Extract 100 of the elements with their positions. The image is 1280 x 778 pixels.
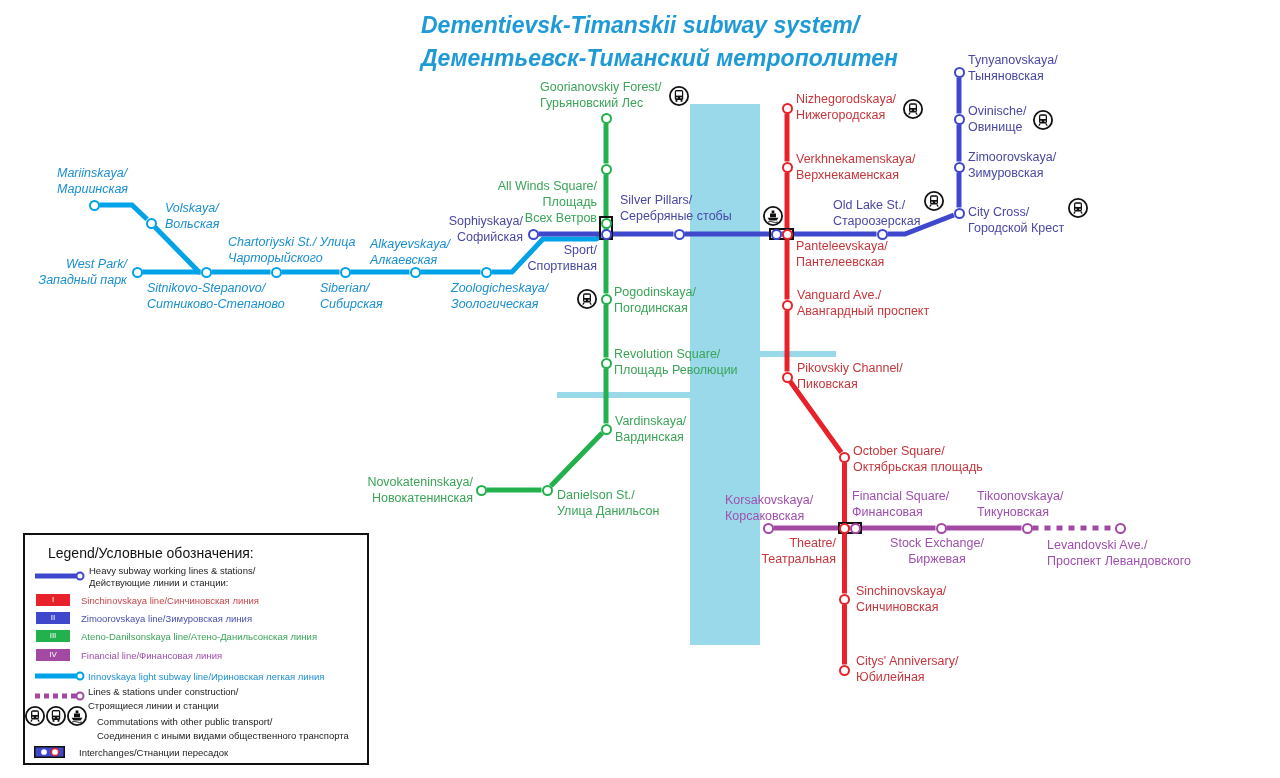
legend-text: Commutations with other public transport/ Соединения с иными видами общественного транспорта bbox=[97, 715, 349, 743]
station-label: Nizhegorodskaya/ Нижегородская bbox=[796, 91, 897, 123]
station-label: Mariinskaya/ Мариинская bbox=[57, 165, 129, 197]
station-marker bbox=[781, 102, 793, 114]
station-marker bbox=[339, 266, 351, 278]
station-marker bbox=[953, 66, 965, 78]
track-line bbox=[549, 431, 604, 488]
station-marker bbox=[781, 228, 793, 240]
station-label: Old Lake St./ Староозерская bbox=[833, 197, 921, 229]
track-line bbox=[842, 604, 847, 665]
station-marker bbox=[200, 266, 212, 278]
station-label: Zimoorovskaya/ Зимуровская bbox=[968, 149, 1057, 181]
track-line bbox=[99, 202, 149, 221]
station-label: Zoologicheskaya/ Зоологическая bbox=[451, 280, 549, 312]
legend-text: Financial line/Финансовая линия bbox=[81, 649, 223, 661]
station-marker bbox=[876, 228, 888, 240]
station-marker bbox=[600, 217, 612, 229]
interchange-frame bbox=[599, 216, 613, 240]
station-label: Levandovski Ave./ Проспект Левандовского bbox=[1047, 537, 1191, 569]
map-title: Dementievsk-Timanskii subway system/ Дементьевск-Тиманский метрополитен bbox=[421, 11, 898, 73]
line-number: III bbox=[49, 631, 57, 641]
track-line bbox=[538, 231, 601, 237]
line-number: I bbox=[51, 595, 55, 605]
track-line bbox=[281, 269, 340, 275]
station-label: West Park/ Западный парк bbox=[38, 256, 127, 288]
line-number: IV bbox=[49, 650, 57, 660]
track-line bbox=[842, 533, 847, 594]
station-label: Financial Square/ Финансовая bbox=[852, 488, 950, 520]
track-line bbox=[842, 462, 847, 523]
station-label: Novokateninskaya/ Новокатенинская bbox=[367, 474, 473, 506]
track-line bbox=[956, 172, 962, 208]
station-label: Danielson St./ Улица Данильсон bbox=[557, 487, 660, 519]
station-marker bbox=[781, 161, 793, 173]
station-marker bbox=[541, 484, 553, 496]
line-number: II bbox=[50, 613, 56, 623]
station-label: Siberian/ Сибирская bbox=[320, 280, 383, 312]
legend-text: Lines & stations under construction/ Строящиеся линии и станции bbox=[88, 685, 239, 713]
track-line bbox=[603, 304, 609, 358]
track-line bbox=[603, 368, 609, 424]
station-marker bbox=[839, 522, 850, 534]
track-line bbox=[784, 239, 790, 300]
station-marker bbox=[131, 266, 143, 278]
station-marker bbox=[600, 228, 612, 240]
station-label: Vanguard Ave./ Авангардный проспект bbox=[797, 287, 930, 319]
track-line bbox=[784, 172, 790, 229]
interchange-frame bbox=[769, 228, 794, 240]
interchange-frame bbox=[838, 522, 862, 534]
track-line bbox=[788, 380, 844, 454]
station-marker bbox=[145, 217, 157, 229]
legend-text: Irinovskaya light subway line/Ириновская легкая линия bbox=[88, 670, 325, 682]
track-line bbox=[684, 231, 771, 237]
legend-text: Sinchinovskaya line/Синчиновская линия bbox=[81, 594, 259, 606]
legend-title: Legend/Условные обозначения: bbox=[48, 544, 254, 562]
track-line bbox=[420, 269, 481, 275]
track-line bbox=[784, 310, 790, 372]
station-marker bbox=[88, 199, 100, 211]
station-label: Sitnikovo-Stepanovo/ Ситниково-Степаново bbox=[147, 280, 285, 312]
station-label: Panteleevskaya/ Пантелеевская bbox=[796, 238, 888, 270]
track-line bbox=[603, 123, 609, 164]
station-label: Tikoonovskaya/ Тикуновская bbox=[977, 488, 1064, 520]
station-label: Pikovskiy Channel/ Пиковская bbox=[797, 360, 903, 392]
station-label: Chartoriyski St./ Улица Чарторыйского bbox=[228, 234, 356, 266]
station-marker bbox=[935, 522, 947, 534]
track-line bbox=[350, 269, 410, 275]
track-line bbox=[946, 525, 1022, 531]
legend-text: Zimoorovskaya line/Зимуровская линия bbox=[81, 612, 253, 624]
station-marker bbox=[953, 161, 965, 173]
station-label: Ovinische/ Овинище bbox=[968, 103, 1027, 135]
station-marker bbox=[270, 266, 282, 278]
station-label: Sinchinovskaya/ Синчиновская bbox=[856, 583, 947, 615]
track-line bbox=[887, 212, 955, 237]
station-label: Pogodinskaya/ Погодинская bbox=[614, 284, 696, 316]
station-marker bbox=[850, 522, 861, 534]
station-marker bbox=[600, 357, 612, 369]
track-line bbox=[142, 269, 201, 275]
track-line bbox=[211, 269, 271, 275]
track-line bbox=[956, 77, 962, 114]
station-marker bbox=[1021, 522, 1033, 534]
station-marker bbox=[475, 484, 487, 496]
legend-text: Heavy subway working lines & stations/ Действующие линии и станции: bbox=[89, 565, 256, 588]
station-marker bbox=[762, 522, 774, 534]
track-line bbox=[861, 525, 936, 531]
station-label: Theatre/ Театральная bbox=[761, 535, 836, 567]
track-line bbox=[603, 174, 609, 218]
station-marker bbox=[600, 293, 612, 305]
station-label: City Cross/ Городской Крест bbox=[968, 204, 1065, 236]
station-label: Volskaya/ Вольская bbox=[165, 200, 220, 232]
station-marker bbox=[527, 228, 539, 240]
station-label: Stock Exchange/ Биржевая bbox=[890, 535, 984, 567]
station-marker bbox=[781, 299, 793, 311]
station-label: Vardinskaya/ Вардинская bbox=[615, 413, 687, 445]
station-marker bbox=[600, 423, 612, 435]
track-line bbox=[611, 231, 674, 237]
legend-text: Ateno-Danilsonskaya line/Атено-Данильсонская линия bbox=[81, 630, 318, 642]
station-marker bbox=[673, 228, 685, 240]
station-label: Sport/ Спортивная bbox=[527, 242, 597, 274]
track-line bbox=[956, 124, 962, 162]
station-marker bbox=[600, 163, 612, 175]
station-label: October Square/ Октябрьская площадь bbox=[853, 443, 983, 475]
station-label: Citys' Anniversary/ Юбилейная bbox=[856, 653, 959, 685]
